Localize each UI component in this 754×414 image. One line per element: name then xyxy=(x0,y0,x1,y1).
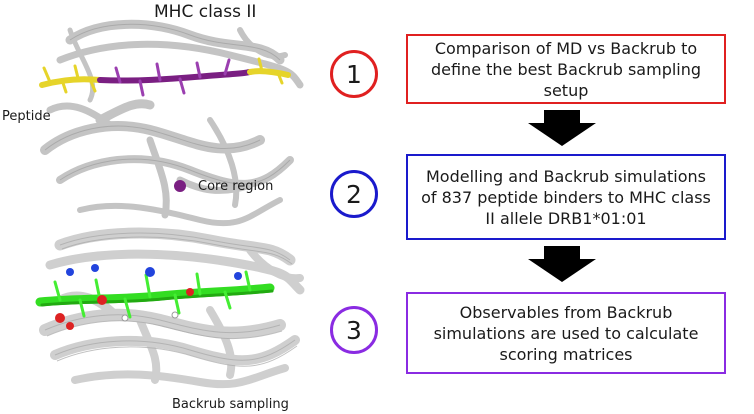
core-region-dot xyxy=(174,180,186,192)
backrub-sampling-label: Backrub sampling xyxy=(172,397,289,412)
step-text: Modelling and Backrub simulations of 837… xyxy=(421,166,711,228)
step-number: 3 xyxy=(346,315,362,345)
sampled-peptide xyxy=(35,270,275,319)
step-box: Comparison of MD vs Backrub to define th… xyxy=(406,34,726,104)
peptide-structure xyxy=(39,57,291,97)
peptide-label: Peptide xyxy=(2,109,51,124)
step-number-circle: 3 xyxy=(330,306,378,354)
arrow-down-icon xyxy=(528,110,596,146)
step-number-circle: 1 xyxy=(330,50,378,98)
step-number: 2 xyxy=(346,179,362,209)
mhc-title: MHC class II xyxy=(154,2,257,22)
step-box: Modelling and Backrub simulations of 837… xyxy=(406,154,726,240)
core-region-label: Core region xyxy=(198,179,274,194)
side-chain-atoms xyxy=(55,264,242,330)
step-number-circle: 2 xyxy=(330,170,378,218)
step-number: 1 xyxy=(346,59,362,89)
step-text: Comparison of MD vs Backrub to define th… xyxy=(430,38,702,100)
step-text: Observables from Backrub simulations are… xyxy=(433,302,699,364)
arrow-down-icon xyxy=(528,246,596,282)
step-box: Observables from Backrub simulations are… xyxy=(406,292,726,374)
